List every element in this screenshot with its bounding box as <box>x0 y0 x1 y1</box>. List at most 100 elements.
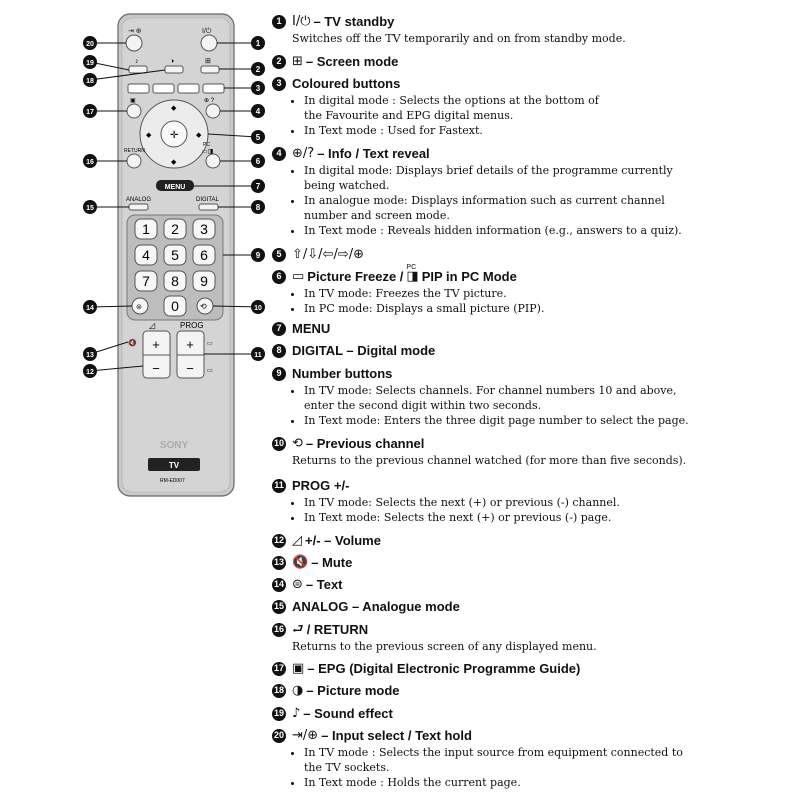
navigation-pad[interactable]: ✛ ◆ ◆ ◆ ◆ <box>139 99 209 169</box>
coloured-button[interactable] <box>202 83 225 94</box>
legend-item-18: 18◑– Picture mode <box>272 682 792 699</box>
svg-text:19: 19 <box>86 60 94 67</box>
callout-line <box>207 133 259 138</box>
number-badge: 2 <box>272 54 286 69</box>
svg-text:▭◨: ▭◨ <box>202 149 214 155</box>
item-title: – TV standby <box>313 14 395 29</box>
callout-badge-12: 12 <box>83 364 97 378</box>
number-button-8[interactable]: 8 <box>163 270 187 292</box>
previous-channel-button[interactable]: ⟲ <box>196 297 214 315</box>
bullet-item: In TV mode: Selects channels. For channe… <box>304 383 704 413</box>
bullet-list: In TV mode: Selects channels. For channe… <box>290 383 704 428</box>
svg-text:9: 9 <box>256 251 261 260</box>
svg-text:12: 12 <box>86 369 94 376</box>
bullet-item: In Text mode : Used for Fastext. <box>304 123 614 138</box>
return-button[interactable]: RETURN <box>124 148 145 169</box>
volume-plus-label: + <box>152 337 160 352</box>
input-select-button[interactable]: ⇥ ⊕ <box>125 28 143 52</box>
callout-badge-18: 18 <box>83 73 97 87</box>
svg-text:18: 18 <box>86 78 94 85</box>
item-title: – EPG (Digital Electronic Programme Guid… <box>307 661 581 676</box>
number-badge: 6 <box>272 269 286 284</box>
number-button-0[interactable]: 0 <box>163 295 187 317</box>
volume-rocker[interactable]: + − <box>142 330 171 379</box>
number-button-6[interactable]: 6 <box>192 244 216 266</box>
svg-text:♪: ♪ <box>135 58 139 65</box>
item-title: DIGITAL – Digital mode <box>292 343 436 358</box>
callout-badge-15: 15 <box>83 200 97 214</box>
bullet-item: In Text mode: Selects the next (+) or pr… <box>304 510 724 525</box>
bullet-list: In digital mode: Displays brief details … <box>290 163 704 238</box>
tv-button[interactable]: TV <box>148 458 200 471</box>
coloured-button[interactable] <box>127 83 150 94</box>
item-title: – Mute <box>311 555 353 570</box>
callout-badge-7: 7 <box>251 179 265 193</box>
number-label: 6 <box>200 247 208 263</box>
svg-text:◑: ◑ <box>170 58 174 65</box>
analog-label: ANALOG <box>126 197 151 203</box>
number-button-1[interactable]: 1 <box>134 218 158 240</box>
svg-text:20: 20 <box>86 41 94 48</box>
item-title: – Previous channel <box>305 436 425 451</box>
picture-mode-button[interactable] <box>164 65 184 74</box>
callout-badge-5: 5 <box>251 130 265 144</box>
svg-text:◆: ◆ <box>196 132 202 139</box>
svg-text:2: 2 <box>256 65 261 74</box>
callout-badge-1: 1 <box>251 36 265 50</box>
callout-badge-20: 20 <box>83 36 97 50</box>
number-button-9[interactable]: 9 <box>192 270 216 292</box>
svg-text:4: 4 <box>256 107 261 116</box>
callout-badge-11: 11 <box>251 347 265 361</box>
number-button-5[interactable]: 5 <box>163 244 187 266</box>
number-badge: 12 <box>272 533 286 548</box>
coloured-button[interactable] <box>177 83 200 94</box>
text-button[interactable]: ⊜ <box>131 297 149 315</box>
legend-item-16: 16⮐/ RETURN Returns to the previous scre… <box>272 621 792 654</box>
item-title-2: PIP in PC Mode <box>421 269 517 284</box>
menu-button[interactable]: MENU <box>156 180 194 191</box>
digital-button[interactable] <box>198 203 219 211</box>
legend-item-20: 20⇥/⊕– Input select / Text hold In TV mo… <box>272 727 792 790</box>
number-badge: 17 <box>272 661 286 676</box>
legend-item-6: 6▭Picture Freeze /PC◨PIP in PC Mode In T… <box>272 264 792 316</box>
number-button-7[interactable]: 7 <box>134 270 158 292</box>
pip-glyph: ◨ <box>406 269 419 284</box>
number-button-3[interactable]: 3 <box>192 218 216 240</box>
arrow-keys-icon: ⇧/⇩/⇦/⇨/⊕ <box>292 247 364 262</box>
callout-badge-2: 2 <box>251 62 265 76</box>
screen-mode-button[interactable] <box>200 65 220 74</box>
coloured-button[interactable] <box>152 83 175 94</box>
number-button-2[interactable]: 2 <box>163 218 187 240</box>
callout-line <box>89 305 133 308</box>
picture-mode-icon: ◑ <box>292 683 304 698</box>
volume-minus-label: − <box>152 361 160 376</box>
svg-text:▭: ▭ <box>207 341 213 347</box>
number-badge: 9 <box>272 366 286 381</box>
item-title: – Info / Text reveal <box>317 146 430 161</box>
coloured-buttons <box>127 83 225 94</box>
item-title: Number buttons <box>292 366 393 381</box>
bullet-list: In digital mode : Selects the options at… <box>290 93 614 138</box>
number-badge: 16 <box>272 622 286 637</box>
info-icon: ⊕/? <box>292 146 315 161</box>
analog-button[interactable] <box>128 203 149 211</box>
number-button-4[interactable]: 4 <box>134 244 158 266</box>
number-label: 5 <box>171 247 179 263</box>
power-button[interactable]: I/⏻ <box>200 27 218 52</box>
number-badge: 14 <box>272 577 286 592</box>
return-icon: ⮐ <box>292 622 304 637</box>
prog-rocker[interactable]: + − <box>176 330 205 379</box>
callout-badge-14: 14 <box>83 300 97 314</box>
svg-text:11: 11 <box>254 352 262 359</box>
return-label: RETURN <box>124 148 145 154</box>
svg-text:3: 3 <box>256 84 261 93</box>
number-badge: 3 <box>272 76 286 91</box>
svg-text:◆: ◆ <box>171 159 177 166</box>
bullet-list: In TV mode: Freezes the TV picture. In P… <box>290 286 704 316</box>
number-label: 8 <box>171 273 179 289</box>
sound-effect-button[interactable] <box>128 65 148 74</box>
